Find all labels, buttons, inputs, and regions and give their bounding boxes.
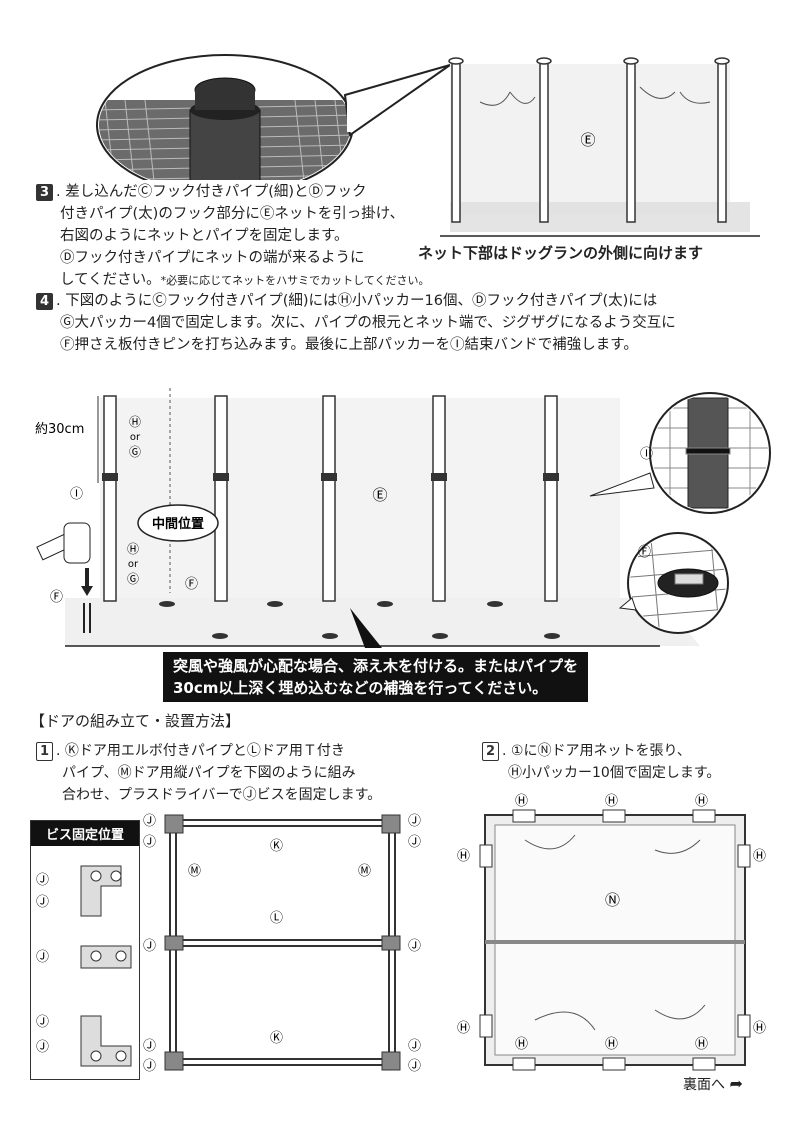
- door-step1-number: 1: [36, 741, 53, 761]
- step3-line4: Ⓓフック付きパイプにネットの端が来るように: [60, 250, 365, 266]
- wind-warning-line2: 30cm以上深く埋め込むなどの補強を行ってください。: [173, 679, 548, 697]
- j-label: Ⓙ: [143, 1059, 156, 1074]
- wind-warning-line1: 突風や強風が心配な場合、添え木を付ける。またはパイプを: [173, 657, 579, 675]
- zoom-pipe-cap-illustration: [96, 54, 451, 196]
- door-net-illustration: Ⓗ Ⓗ Ⓗ Ⓗ Ⓗ Ⓗ Ⓗ Ⓗ Ⓗ Ⓗ Ⓝ: [457, 794, 766, 1071]
- m-label-right: Ⓜ: [358, 864, 371, 879]
- step4-figure: 約30cm Ⓗ or Ⓖ Ⓘ Ⓗ or Ⓖ 中間位置 Ⓕ Ⓕ Ⓔ: [20, 378, 790, 698]
- step4-line2: Ⓖ大パッカー4個で固定します。次に、パイプの根元とネット端で、ジグザグになるよう…: [60, 315, 676, 331]
- zoom-pin: Ⓕ: [618, 532, 729, 634]
- j-label: Ⓙ: [143, 939, 156, 954]
- step3-note: *必要に応じてネットをハサミでカットしてください。: [160, 274, 430, 287]
- h-label: Ⓗ: [695, 794, 708, 809]
- next-page-label: 裏面へ: [683, 1077, 725, 1093]
- door-step1-instructions: 1. Ⓚドア用エルボ付きパイプとⓁドア用Ｔ付き パイプ、Ⓜドア用縦パイプを下図の…: [36, 740, 381, 806]
- g-label-top: Ⓖ: [129, 445, 141, 459]
- step3-fence-figure: Ⓔ: [440, 52, 760, 242]
- j-label: Ⓙ: [143, 814, 156, 829]
- step3-number: 3: [36, 183, 53, 201]
- h-label: Ⓗ: [605, 794, 618, 809]
- h-label: Ⓗ: [695, 1037, 708, 1052]
- l-label: Ⓛ: [270, 911, 283, 926]
- h-label: Ⓗ: [753, 849, 766, 864]
- step3-zoom-figure: [95, 40, 455, 196]
- step4-instructions: 4. 下図のようにⒸフック付きパイプ(細)にはⒽ小パッカー16個、Ⓓフック付きパ…: [36, 290, 676, 356]
- j-label: Ⓙ: [36, 1040, 49, 1055]
- step4-line1: . 下図のようにⒸフック付きパイプ(細)にはⒽ小パッカー16個、Ⓓフック付きパイ…: [56, 293, 658, 309]
- door-frame-illustration: Ⓚ Ⓛ Ⓚ Ⓜ Ⓜ Ⓙ Ⓙ Ⓙ Ⓙ Ⓙ Ⓙ Ⓙ Ⓙ Ⓙ Ⓙ: [143, 814, 421, 1074]
- screw-box-title: ビス固定位置: [31, 821, 139, 846]
- arrow-right-icon: ➦: [729, 1074, 743, 1093]
- hammer-icon: [36, 522, 93, 596]
- door-section-heading: 【ドアの組み立て・設置方法】: [30, 712, 241, 730]
- h-label: Ⓗ: [515, 794, 528, 809]
- step4-number: 4: [36, 292, 53, 310]
- j-label: Ⓙ: [36, 950, 49, 965]
- j-label: Ⓙ: [408, 1059, 421, 1074]
- f-label-zoom: Ⓕ: [638, 545, 651, 560]
- fence-net-label: Ⓔ: [580, 131, 595, 149]
- step3-caption: ネット下部はドッグランの外側に向けます: [418, 244, 704, 262]
- j-label: Ⓙ: [408, 835, 421, 850]
- j-label: Ⓙ: [36, 873, 49, 888]
- f-label-mid: Ⓕ: [185, 577, 198, 592]
- door-net-figure: Ⓗ Ⓗ Ⓗ Ⓗ Ⓗ Ⓗ Ⓗ Ⓗ Ⓗ Ⓗ Ⓝ: [455, 790, 775, 1075]
- fence-installation-illustration: 約30cm Ⓗ or Ⓖ Ⓘ Ⓗ or Ⓖ 中間位置 Ⓕ Ⓕ Ⓔ: [35, 388, 771, 648]
- h-label-bottom: Ⓗ: [127, 542, 139, 556]
- zoom-cable-tie: Ⓘ: [589, 392, 771, 514]
- door-step2-instructions: 2. ①にⓃドア用ネットを張り、 Ⓗ小パッカー10個で固定します。: [482, 740, 720, 784]
- j-label: Ⓙ: [36, 1015, 49, 1030]
- j-label: Ⓙ: [408, 939, 421, 954]
- j-label: Ⓙ: [36, 895, 49, 910]
- screw-position-box: ビス固定位置 Ⓙ Ⓙ Ⓙ Ⓙ Ⓙ: [30, 820, 140, 1080]
- fence-net-illustration: Ⓔ: [440, 57, 760, 237]
- door-frame-figure: Ⓚ Ⓛ Ⓚ Ⓜ Ⓜ Ⓙ Ⓙ Ⓙ Ⓙ Ⓙ Ⓙ Ⓙ Ⓙ Ⓙ Ⓙ: [140, 810, 440, 1075]
- door-step1-line3: 合わせ、プラスドライバーでⒿビスを固定します。: [62, 787, 382, 803]
- wind-warning-banner: 突風や強風が心配な場合、添え木を付ける。またはパイプを 30cm以上深く埋め込む…: [163, 652, 589, 702]
- h-label-top: Ⓗ: [129, 415, 141, 429]
- step3-line2: 付きパイプ(太)のフック部分にⒺネットを引っ掛け、: [60, 206, 405, 222]
- screw-detail-illustration: Ⓙ Ⓙ Ⓙ Ⓙ Ⓙ: [36, 865, 132, 1067]
- g-label-bottom: Ⓖ: [127, 572, 139, 586]
- door-step2-line1: . ①にⓃドア用ネットを張り、: [502, 743, 691, 759]
- k-label-bottom: Ⓚ: [270, 1031, 283, 1046]
- m-label-left: Ⓜ: [188, 864, 201, 879]
- door-step1-line1: . Ⓚドア用エルボ付きパイプとⓁドア用Ｔ付き: [56, 743, 345, 759]
- height-label: 約30cm: [35, 422, 84, 437]
- j-label: Ⓙ: [408, 1039, 421, 1054]
- door-step1-line2: パイプ、Ⓜドア用縦パイプを下図のように組み: [62, 765, 356, 781]
- next-page-link[interactable]: 裏面へ ➦: [683, 1074, 743, 1094]
- step3-line1: . 差し込んだⒸフック付きパイプ(細)とⒹフック: [56, 184, 367, 200]
- j-label: Ⓙ: [143, 1039, 156, 1054]
- h-label: Ⓗ: [753, 1021, 766, 1036]
- i-label-zoom: Ⓘ: [640, 447, 653, 462]
- j-label: Ⓙ: [143, 835, 156, 850]
- k-label-top: Ⓚ: [270, 839, 283, 854]
- i-label-left: Ⓘ: [70, 487, 83, 502]
- step3-instructions: 3. 差し込んだⒸフック付きパイプ(細)とⒹフック 付きパイプ(太)のフック部分…: [36, 181, 429, 292]
- h-label: Ⓗ: [457, 849, 470, 864]
- mid-position-label: 中間位置: [152, 516, 204, 532]
- door-step2-number: 2: [482, 741, 499, 761]
- f-label-left: Ⓕ: [50, 590, 63, 605]
- h-label: Ⓗ: [457, 1021, 470, 1036]
- or-label-bottom: or: [128, 559, 139, 570]
- j-label: Ⓙ: [408, 814, 421, 829]
- h-label: Ⓗ: [605, 1037, 618, 1052]
- or-label-top: or: [130, 432, 141, 443]
- fence-net-label-step4: Ⓔ: [372, 486, 387, 504]
- step3-line5: してください。: [60, 272, 161, 288]
- h-label: Ⓗ: [515, 1037, 528, 1052]
- n-label: Ⓝ: [605, 891, 620, 909]
- step4-line3: Ⓕ押さえ板付きピンを打ち込みます。最後に上部パッカーをⒾ結束バンドで補強します。: [60, 337, 638, 353]
- step3-line3: 右図のようにネットとパイプを固定します。: [60, 228, 349, 244]
- door-step2-line2: Ⓗ小パッカー10個で固定します。: [508, 765, 721, 781]
